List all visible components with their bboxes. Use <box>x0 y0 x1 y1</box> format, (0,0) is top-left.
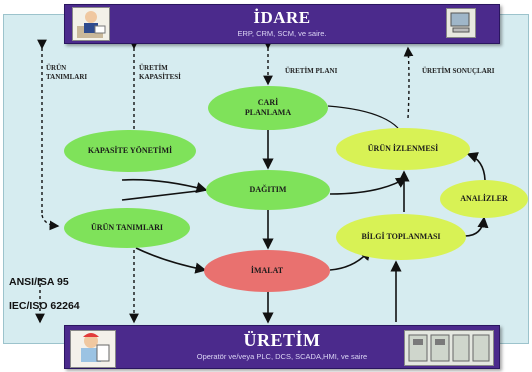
arrow-bilgi-analiz <box>464 216 489 237</box>
operator-illustration-icon <box>70 330 116 368</box>
dash-urun-tanimlari-bottom <box>41 214 60 231</box>
arrow-urun-imalat <box>135 247 207 274</box>
node-analizler: ANALİZLER <box>440 180 528 218</box>
idare-subtitle: ERP, CRM, SCM, ve saire. <box>237 29 327 38</box>
arrow-dagitim-izlenme <box>329 177 408 195</box>
node-dagitim: DAĞITIM <box>206 170 330 210</box>
node-kapasite-yonetimi: KAPASİTE YÖNETİMİ <box>64 130 196 172</box>
label-uretim-plani: ÜRETİM PLANI <box>285 67 338 75</box>
dash-uretim-sonuclari <box>403 46 414 119</box>
uretim-subtitle: Operatör ve/veya PLC, DCS, SCADA,HMI, ve… <box>196 352 368 361</box>
idare-bar: İDARE ERP, CRM, SCM, ve saire. <box>64 4 500 44</box>
uretim-title: ÜRETİM <box>243 330 321 350</box>
standard-ansi: ANSI/ISA 95 <box>9 276 69 288</box>
computer-icon <box>446 8 476 38</box>
arrow-kapasite-dagitim <box>121 178 208 193</box>
node-imalat: İMALAT <box>204 250 330 292</box>
arrow-cari-izlenme <box>327 105 399 129</box>
arrow-analiz-izlenme <box>466 152 486 181</box>
arrow-urun-dagitim <box>121 189 207 201</box>
node-cari-planlama: CARİ PLANLAMA <box>208 86 328 130</box>
node-urun-tanimlari: ÜRÜN TANIMLARI <box>64 208 190 248</box>
node-urun-izlenmesi: ÜRÜN İZLENMESİ <box>336 128 470 170</box>
idare-title: İDARE <box>253 8 311 27</box>
label-uretim-kapasitesi: ÜRETİM KAPASİTESİ <box>139 64 181 81</box>
label-uretim-sonuclari: ÜRETİM SONUÇLARI <box>422 67 495 75</box>
standard-iec: IEC/ISO 62264 <box>9 300 80 312</box>
manager-illustration-icon <box>72 7 110 41</box>
control-panel-icon <box>404 330 494 366</box>
label-urun-tanimlari: ÜRÜN TANIMLARI <box>46 64 88 81</box>
node-bilgi-toplanmasi: BİLGİ TOPLANMASI <box>336 214 466 260</box>
